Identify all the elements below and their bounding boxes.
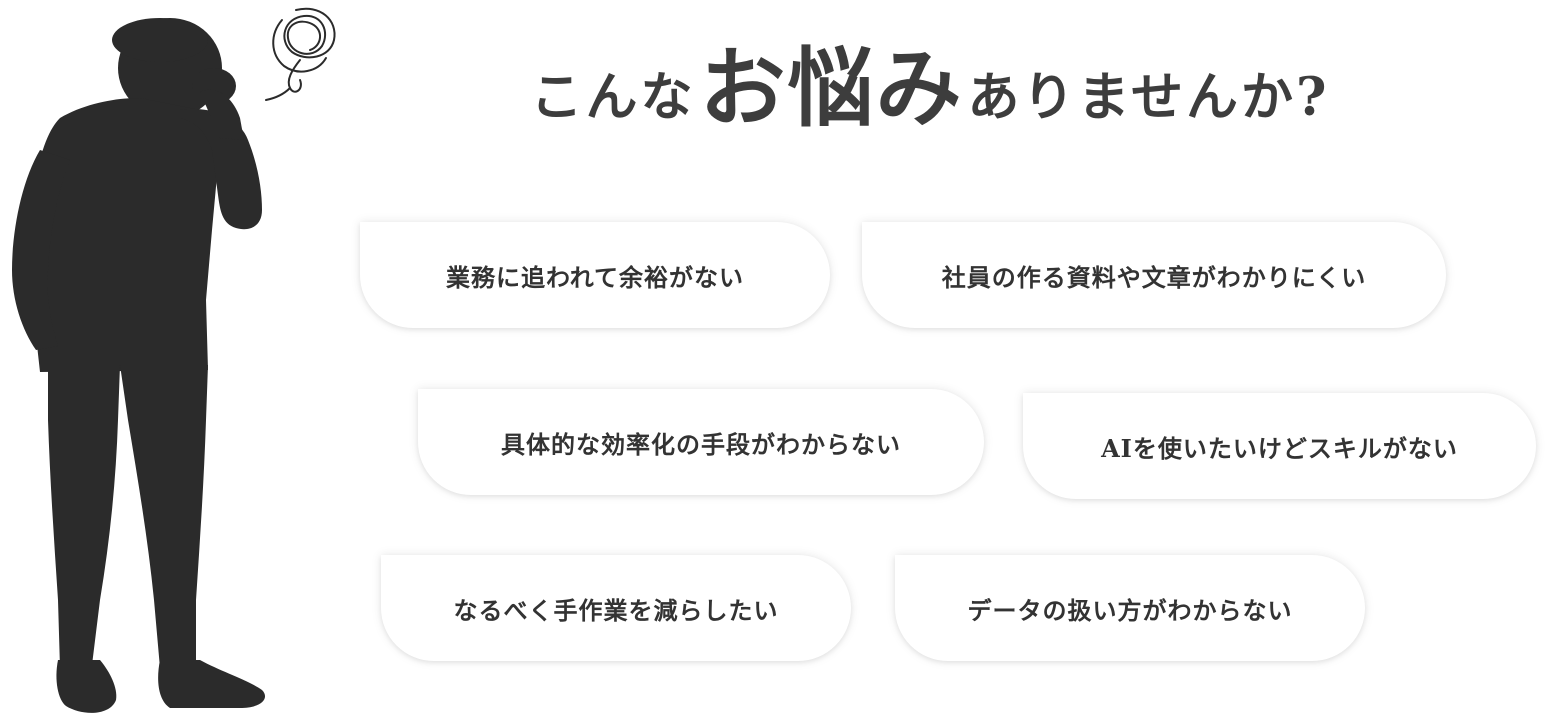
concern-bubble: データの扱い方がわからない <box>895 555 1365 661</box>
concern-bubble: 業務に追われて余裕がない <box>360 222 830 328</box>
concern-text: AIを使いたいけどスキルがない <box>1101 433 1458 463</box>
concern-text: 業務に追われて余裕がない <box>445 262 745 292</box>
concern-text: 具体的な効率化の手段がわからない <box>501 429 901 459</box>
concern-bubble: 社員の作る資料や文章がわかりにくい <box>862 222 1446 328</box>
concern-text: 社員の作る資料や文章がわかりにくい <box>941 262 1367 292</box>
scribble-thought-icon <box>265 7 336 101</box>
headline-tail: ありませんか? <box>967 67 1330 128</box>
headline-lead: こんな <box>530 67 696 128</box>
concern-text: データの扱い方がわからない <box>967 595 1293 625</box>
concern-bubble: なるべく手作業を減らしたい <box>381 555 851 661</box>
worried-man-silhouette <box>12 7 336 713</box>
page-headline: こんな お悩み ありませんか? <box>480 18 1380 138</box>
headline-emphasis: お悩み <box>699 38 964 139</box>
concern-bubble: AIを使いたいけどスキルがない <box>1023 393 1536 499</box>
concern-bubble: 具体的な効率化の手段がわからない <box>418 389 984 495</box>
concern-text: なるべく手作業を減らしたい <box>453 595 779 625</box>
